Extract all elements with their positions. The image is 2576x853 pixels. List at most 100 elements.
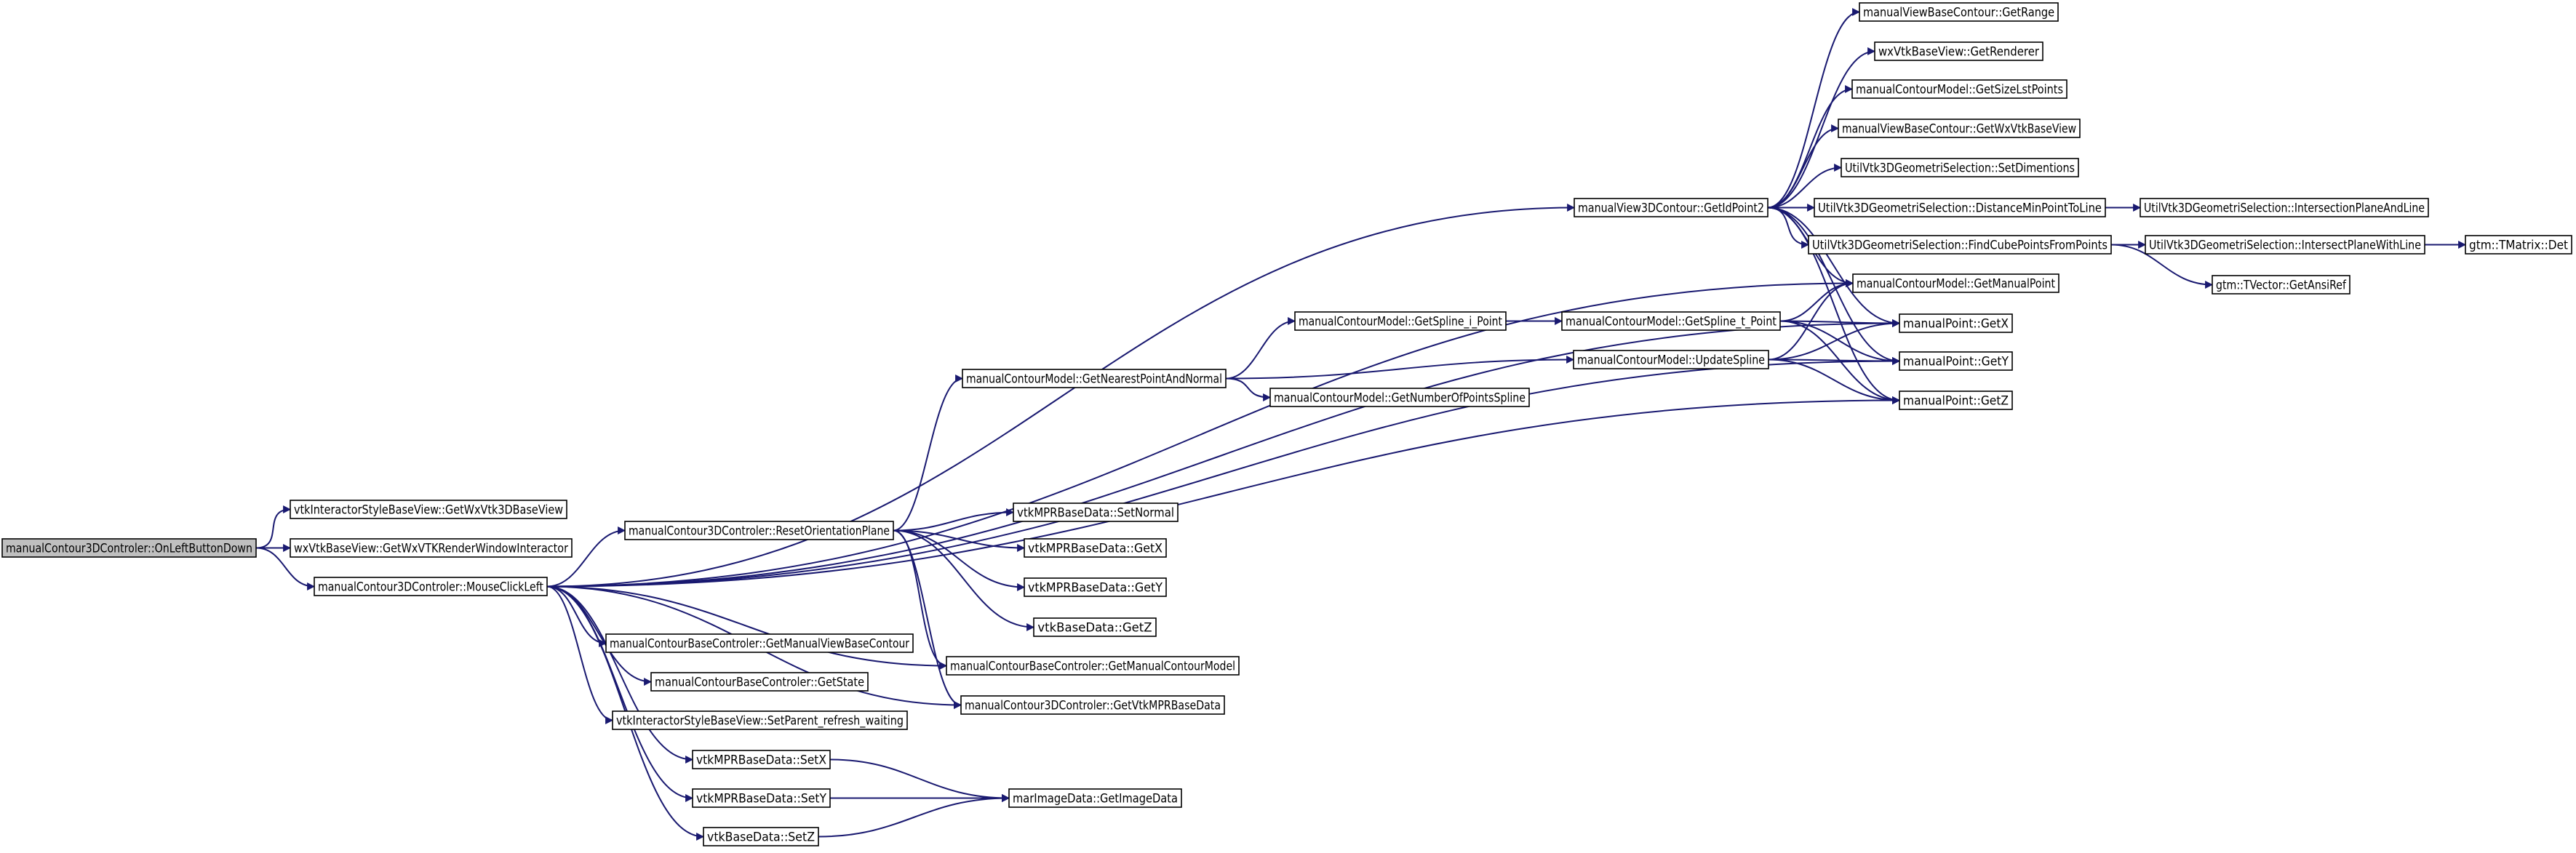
edges-layer	[255, 8, 2467, 841]
node-utilvtk3dgeometriselection-setdimentions[interactable]: UtilVtk3DGeometriSelection::SetDimention…	[1841, 158, 2079, 177]
node-wxvtkbaseview-getrenderer[interactable]: wxVtkBaseView::GetRenderer	[1874, 41, 2043, 61]
node-box	[650, 672, 869, 692]
call-edge-line	[893, 529, 1026, 591]
node-box	[1, 538, 257, 558]
call-edge-n11-n20	[1225, 377, 1272, 401]
node-label: UtilVtk3DGeometriSelection::IntersectPla…	[2149, 239, 2421, 252]
node-manualcontour3dcontroler-onleftbuttondown[interactable]: manualContour3DControler::OnLeftButtonDo…	[1, 538, 257, 558]
node-vtkmprbasedata-getx[interactable]: vtkMPRBaseData::GetX	[1024, 538, 1167, 558]
node-label: manualPoint::GetY	[1903, 355, 2009, 369]
call-edge-line	[546, 319, 1901, 588]
node-gtm-tmatrix-det[interactable]: gtm::TMatrix::Det	[2465, 235, 2572, 255]
node-label: manualPoint::GetX	[1903, 317, 2009, 331]
call-edge-n23-n26	[1767, 85, 1854, 209]
node-utilvtk3dgeometriselection-findcubepointsfrompoints[interactable]: UtilVtk3DGeometriSelection::FindCubePoin…	[1808, 235, 2112, 255]
node-label: UtilVtk3DGeometriSelection::Intersection…	[2144, 201, 2425, 215]
node-manualcontourmodel-getspline-i-point[interactable]: manualContourModel::GetSpline_i_Point	[1294, 311, 1507, 331]
call-edge-line	[1768, 356, 1901, 365]
node-label: wxVtkBaseView::GetRenderer	[1878, 45, 2039, 59]
node-manualcontourmodel-getsizelstpoints[interactable]: manualContourModel::GetSizeLstPoints	[1851, 79, 2067, 99]
call-edge-line	[1767, 124, 1840, 209]
node-box	[1851, 79, 2067, 99]
node-vtkmprbasedata-sety[interactable]: vtkMPRBaseData::SetY	[692, 788, 831, 808]
node-box	[2140, 198, 2429, 217]
node-box	[1573, 350, 1769, 369]
call-edge-n4-n17	[893, 529, 962, 709]
call-edge-line	[818, 794, 1010, 838]
node-box	[1899, 391, 2013, 410]
call-edge-line	[255, 547, 316, 590]
call-edge-n22-n32	[1768, 319, 1901, 361]
node-manualcontourmodel-updatespline[interactable]: manualContourModel::UpdateSpline	[1573, 350, 1769, 369]
node-vtkinteractorstylebaseview-getwxvtk3dbaseview[interactable]: vtkInteractorStyleBaseView::GetWxVtk3DBa…	[290, 500, 567, 519]
node-manualviewbasecontour-getrange[interactable]: manualViewBaseContour::GetRange	[1859, 2, 2059, 22]
call-edge-n4-n14	[893, 529, 1026, 591]
node-manualcontourmodel-getmanualpoint[interactable]: manualContourModel::GetManualPoint	[1852, 273, 2059, 293]
node-box	[962, 369, 1227, 388]
call-edge-n21-n33	[1779, 320, 1901, 365]
node-label: manualContourBaseControler::GetManualCon…	[950, 660, 1235, 673]
node-manualviewbasecontour-getwxvtkbaseview[interactable]: manualViewBaseContour::GetWxVtkBaseView	[1838, 119, 2081, 138]
node-label: wxVtkBaseView::GetWxVTKRenderWindowInter…	[294, 542, 568, 556]
node-manualcontour3dcontroler-getvtkmprbasedata[interactable]: manualContour3DControler::GetVtkMPRBaseD…	[960, 695, 1225, 715]
node-manualcontourbasecontroler-getmanualviewbasecontour[interactable]: manualContourBaseControler::GetManualVie…	[605, 633, 914, 653]
node-manualpoint-getz[interactable]: manualPoint::GetZ	[1899, 391, 2013, 410]
node-label: UtilVtk3DGeometriSelection::DistanceMinP…	[1818, 201, 2102, 215]
call-edge-line	[1767, 164, 1843, 209]
call-edge-n4-n12	[893, 508, 1015, 532]
call-edge-n30-n37	[2110, 244, 2214, 289]
node-vtkmprbasedata-setnormal[interactable]: vtkMPRBaseData::SetNormal	[1013, 502, 1179, 522]
node-box	[1899, 351, 2013, 371]
call-edge-line	[893, 529, 1026, 552]
node-box	[2465, 235, 2572, 255]
node-label: vtkInteractorStyleBaseView::GetWxVtk3DBa…	[294, 503, 563, 517]
call-edge-n3-n4	[546, 526, 626, 588]
call-edge-line	[893, 508, 1015, 532]
node-box	[1561, 311, 1781, 331]
node-vtkmprbasedata-gety[interactable]: vtkMPRBaseData::GetY	[1024, 577, 1167, 597]
node-manualcontourmodel-getspline-t-point[interactable]: manualContourModel::GetSpline_t_Point	[1561, 311, 1781, 331]
node-manualpoint-gety[interactable]: manualPoint::GetY	[1899, 351, 2013, 371]
node-gtm-tvector-getansiref[interactable]: gtm::TVector::GetAnsiRef	[2212, 275, 2350, 295]
node-manualview3dcontour-getidpoint2[interactable]: manualView3DContour::GetIdPoint2	[1574, 198, 1768, 217]
node-wxvtkbaseview-getwxvtkrenderwindowinteractor[interactable]: wxVtkBaseView::GetWxVTKRenderWindowInter…	[290, 538, 573, 558]
node-box	[1294, 311, 1507, 331]
node-label: manualContourModel::GetSpline_t_Point	[1566, 315, 1777, 329]
call-edge-n11-n19	[1225, 317, 1296, 380]
call-edge-n23-n27	[1767, 124, 1840, 209]
node-box	[1024, 538, 1167, 558]
node-label: vtkInteractorStyleBaseView::SetParent_re…	[616, 714, 904, 729]
node-marimagedata-getimagedata[interactable]: marImageData::GetImageData	[1008, 788, 1182, 808]
call-edge-line	[546, 585, 607, 647]
node-label: vtkBaseData::GetZ	[1037, 621, 1152, 635]
node-label: manualContour3DControler::OnLeftButtonDo…	[6, 542, 252, 556]
node-utilvtk3dgeometriselection-distanceminpointtoline[interactable]: UtilVtk3DGeometriSelection::DistanceMinP…	[1814, 198, 2106, 217]
node-vtkmprbasedata-setx[interactable]: vtkMPRBaseData::SetX	[692, 750, 831, 769]
call-edge-line	[546, 357, 1901, 588]
call-edge-line	[1768, 319, 1901, 361]
node-utilvtk3dgeometriselection-intersectplanewithline[interactable]: UtilVtk3DGeometriSelection::IntersectPla…	[2145, 235, 2425, 255]
node-manualcontourmodel-getnumberofpointsspline[interactable]: manualContourModel::GetNumberOfPointsSpl…	[1269, 388, 1530, 407]
call-edge-line	[255, 505, 292, 549]
node-label: gtm::TVector::GetAnsiRef	[2216, 279, 2347, 292]
call-edge-n23-n28	[1767, 164, 1843, 209]
call-edge-line	[1767, 207, 1901, 365]
node-manualcontour3dcontroler-resetorientationplane[interactable]: manualContour3DControler::ResetOrientati…	[624, 521, 894, 540]
call-edge-n4-n11	[893, 375, 964, 532]
node-utilvtk3dgeometriselection-intersectionplaneandline[interactable]: UtilVtk3DGeometriSelection::Intersection…	[2140, 198, 2429, 217]
node-label: manualContourBaseControler::GetManualVie…	[610, 637, 909, 651]
node-manualcontourbasecontroler-getmanualcontourmodel[interactable]: manualContourBaseControler::GetManualCon…	[946, 656, 1240, 676]
node-manualcontourmodel-getnearestpointandnormal[interactable]: manualContourModel::GetNearestPointAndNo…	[962, 369, 1227, 388]
node-box	[2145, 235, 2425, 255]
node-vtkbasedata-setz[interactable]: vtkBaseData::SetZ	[703, 827, 819, 846]
node-vtkinteractorstylebaseview-setparent-refresh-waiting[interactable]: vtkInteractorStyleBaseView::SetParent_re…	[612, 710, 908, 730]
node-manualcontourbasecontroler-getstate[interactable]: manualContourBaseControler::GetState	[650, 672, 869, 692]
node-label: manualContour3DControler::GetVtkMPRBaseD…	[965, 699, 1221, 713]
call-edge-n11-n22	[1225, 356, 1575, 380]
node-manualpoint-getx[interactable]: manualPoint::GetX	[1899, 313, 2013, 333]
node-vtkbasedata-getz[interactable]: vtkBaseData::GetZ	[1033, 617, 1157, 637]
call-edge-n4-n13	[893, 529, 1026, 552]
node-manualcontour3dcontroler-mouseclickleft[interactable]: manualContour3DControler::MouseClickLeft	[314, 577, 548, 596]
